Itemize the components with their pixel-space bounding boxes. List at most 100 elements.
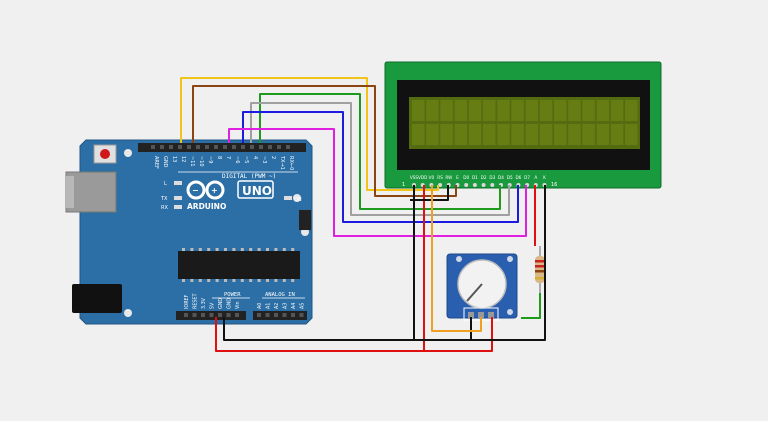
chip-leg xyxy=(240,279,244,282)
lcd-cell xyxy=(483,124,496,145)
svg-text:+: + xyxy=(211,186,218,195)
chip-leg xyxy=(190,248,194,251)
resistor-band xyxy=(535,270,545,273)
lcd-cell xyxy=(539,124,553,145)
led-tx xyxy=(174,196,182,200)
header-pin-hole xyxy=(169,145,173,149)
chip-leg xyxy=(291,279,295,282)
header-pin-hole xyxy=(184,313,188,317)
pot-mount-hole xyxy=(507,256,513,262)
lcd-cell xyxy=(426,124,439,145)
analog-pin-label: A0 xyxy=(257,303,263,309)
lcd-pin-label: D6 xyxy=(515,175,521,180)
digital-pin-label: RX←0 xyxy=(288,156,294,170)
chip-leg xyxy=(291,248,295,251)
lcd-pin-label: A xyxy=(534,175,537,180)
digital-pin-label: ~10 xyxy=(198,156,204,167)
lcd-pin-label: D4 xyxy=(498,175,504,180)
chip-leg xyxy=(224,248,227,251)
lcd-pin-label: K xyxy=(543,175,546,180)
lcd-pin-label: E xyxy=(456,175,459,180)
lcd-pin-label: D0 xyxy=(463,175,469,180)
analog-header xyxy=(253,311,307,320)
led-on xyxy=(284,196,292,200)
header-pin-hole xyxy=(235,313,239,317)
digital-pin-label: AREF xyxy=(153,156,159,169)
lcd-cell xyxy=(440,124,453,145)
lcd-cell xyxy=(468,124,482,145)
power-pin-label: GND xyxy=(227,298,233,309)
power-pin-label: 5V xyxy=(210,302,216,309)
lcd-pin-hole xyxy=(464,183,469,187)
header-pin-hole xyxy=(205,145,209,149)
icsp-header xyxy=(299,210,311,230)
header-pin-hole xyxy=(286,145,290,149)
lcd-cell xyxy=(610,100,624,121)
analog-pin-label: A2 xyxy=(274,303,280,309)
analog-pin-label: A5 xyxy=(300,303,306,309)
lcd-pin-label: D7 xyxy=(524,175,530,180)
header-pin-hole xyxy=(274,313,278,317)
atmega-chip xyxy=(178,251,300,279)
header-pin-hole xyxy=(160,145,164,149)
mounting-hole xyxy=(124,149,132,157)
lcd-cell xyxy=(554,100,567,121)
lcd-pin-label: D5 xyxy=(507,175,513,180)
wire-rw-gnd xyxy=(410,185,449,201)
lcd-pin-end-label: 16 xyxy=(551,182,557,188)
digital-pin-label: TX→1 xyxy=(279,155,285,170)
lcd-pin-label: D1 xyxy=(472,175,478,180)
arduino-logo-icon: − + xyxy=(186,180,225,200)
header-pin-hole xyxy=(187,145,191,149)
lcd-pin-start-label: 1 xyxy=(402,182,405,188)
lcd-cell xyxy=(497,124,510,145)
header-pin-hole xyxy=(178,145,182,149)
wire-d7-pin2 xyxy=(228,128,527,237)
resistor[interactable] xyxy=(535,246,545,293)
lcd-cell xyxy=(568,124,581,145)
resistor-body xyxy=(535,256,545,283)
mounting-hole xyxy=(124,309,132,317)
chip-leg xyxy=(215,279,219,282)
potentiometer[interactable] xyxy=(446,253,518,321)
chip-leg xyxy=(240,248,244,251)
chip-leg xyxy=(207,248,211,251)
header-pin-hole xyxy=(226,313,231,317)
digital-pin-label: 13 xyxy=(171,156,177,162)
chip-leg xyxy=(232,279,236,282)
lcd-pin-label: D3 xyxy=(489,175,495,180)
digital-pin-label: 2 xyxy=(270,156,276,159)
reset-button[interactable] xyxy=(100,149,110,159)
svg-text:−: − xyxy=(192,186,199,195)
wires xyxy=(180,77,546,352)
lcd-pin-label: RS xyxy=(437,175,443,180)
chip-leg xyxy=(224,279,227,282)
pot-mount-hole xyxy=(456,256,462,262)
chip-leg xyxy=(190,279,194,282)
led-l xyxy=(174,181,182,185)
arduino-model: UNO xyxy=(242,184,272,198)
power-jack xyxy=(72,284,122,313)
power-pin-label: IOREF xyxy=(184,294,190,309)
header-pin-hole xyxy=(218,313,222,317)
lcd-cell xyxy=(440,100,453,121)
pot-mount-hole xyxy=(507,309,513,315)
uno-badge xyxy=(237,180,274,199)
led-rx xyxy=(174,205,182,209)
digital-pin-label: 8 xyxy=(216,156,222,159)
header-pin-hole xyxy=(291,313,295,317)
lcd-cell xyxy=(511,100,524,121)
lcd-pin-hole xyxy=(438,183,443,187)
usb-connector-inner xyxy=(66,176,74,208)
wire-v0-pot xyxy=(431,185,482,332)
lcd-cell xyxy=(412,124,425,145)
digital-pin-label: 7 xyxy=(225,156,231,159)
lcd-cell xyxy=(483,100,496,121)
power-pin-label: 3.3V xyxy=(201,297,207,309)
wire-d6-pin3 xyxy=(242,111,519,223)
analog-pin-label: A1 xyxy=(266,303,272,309)
